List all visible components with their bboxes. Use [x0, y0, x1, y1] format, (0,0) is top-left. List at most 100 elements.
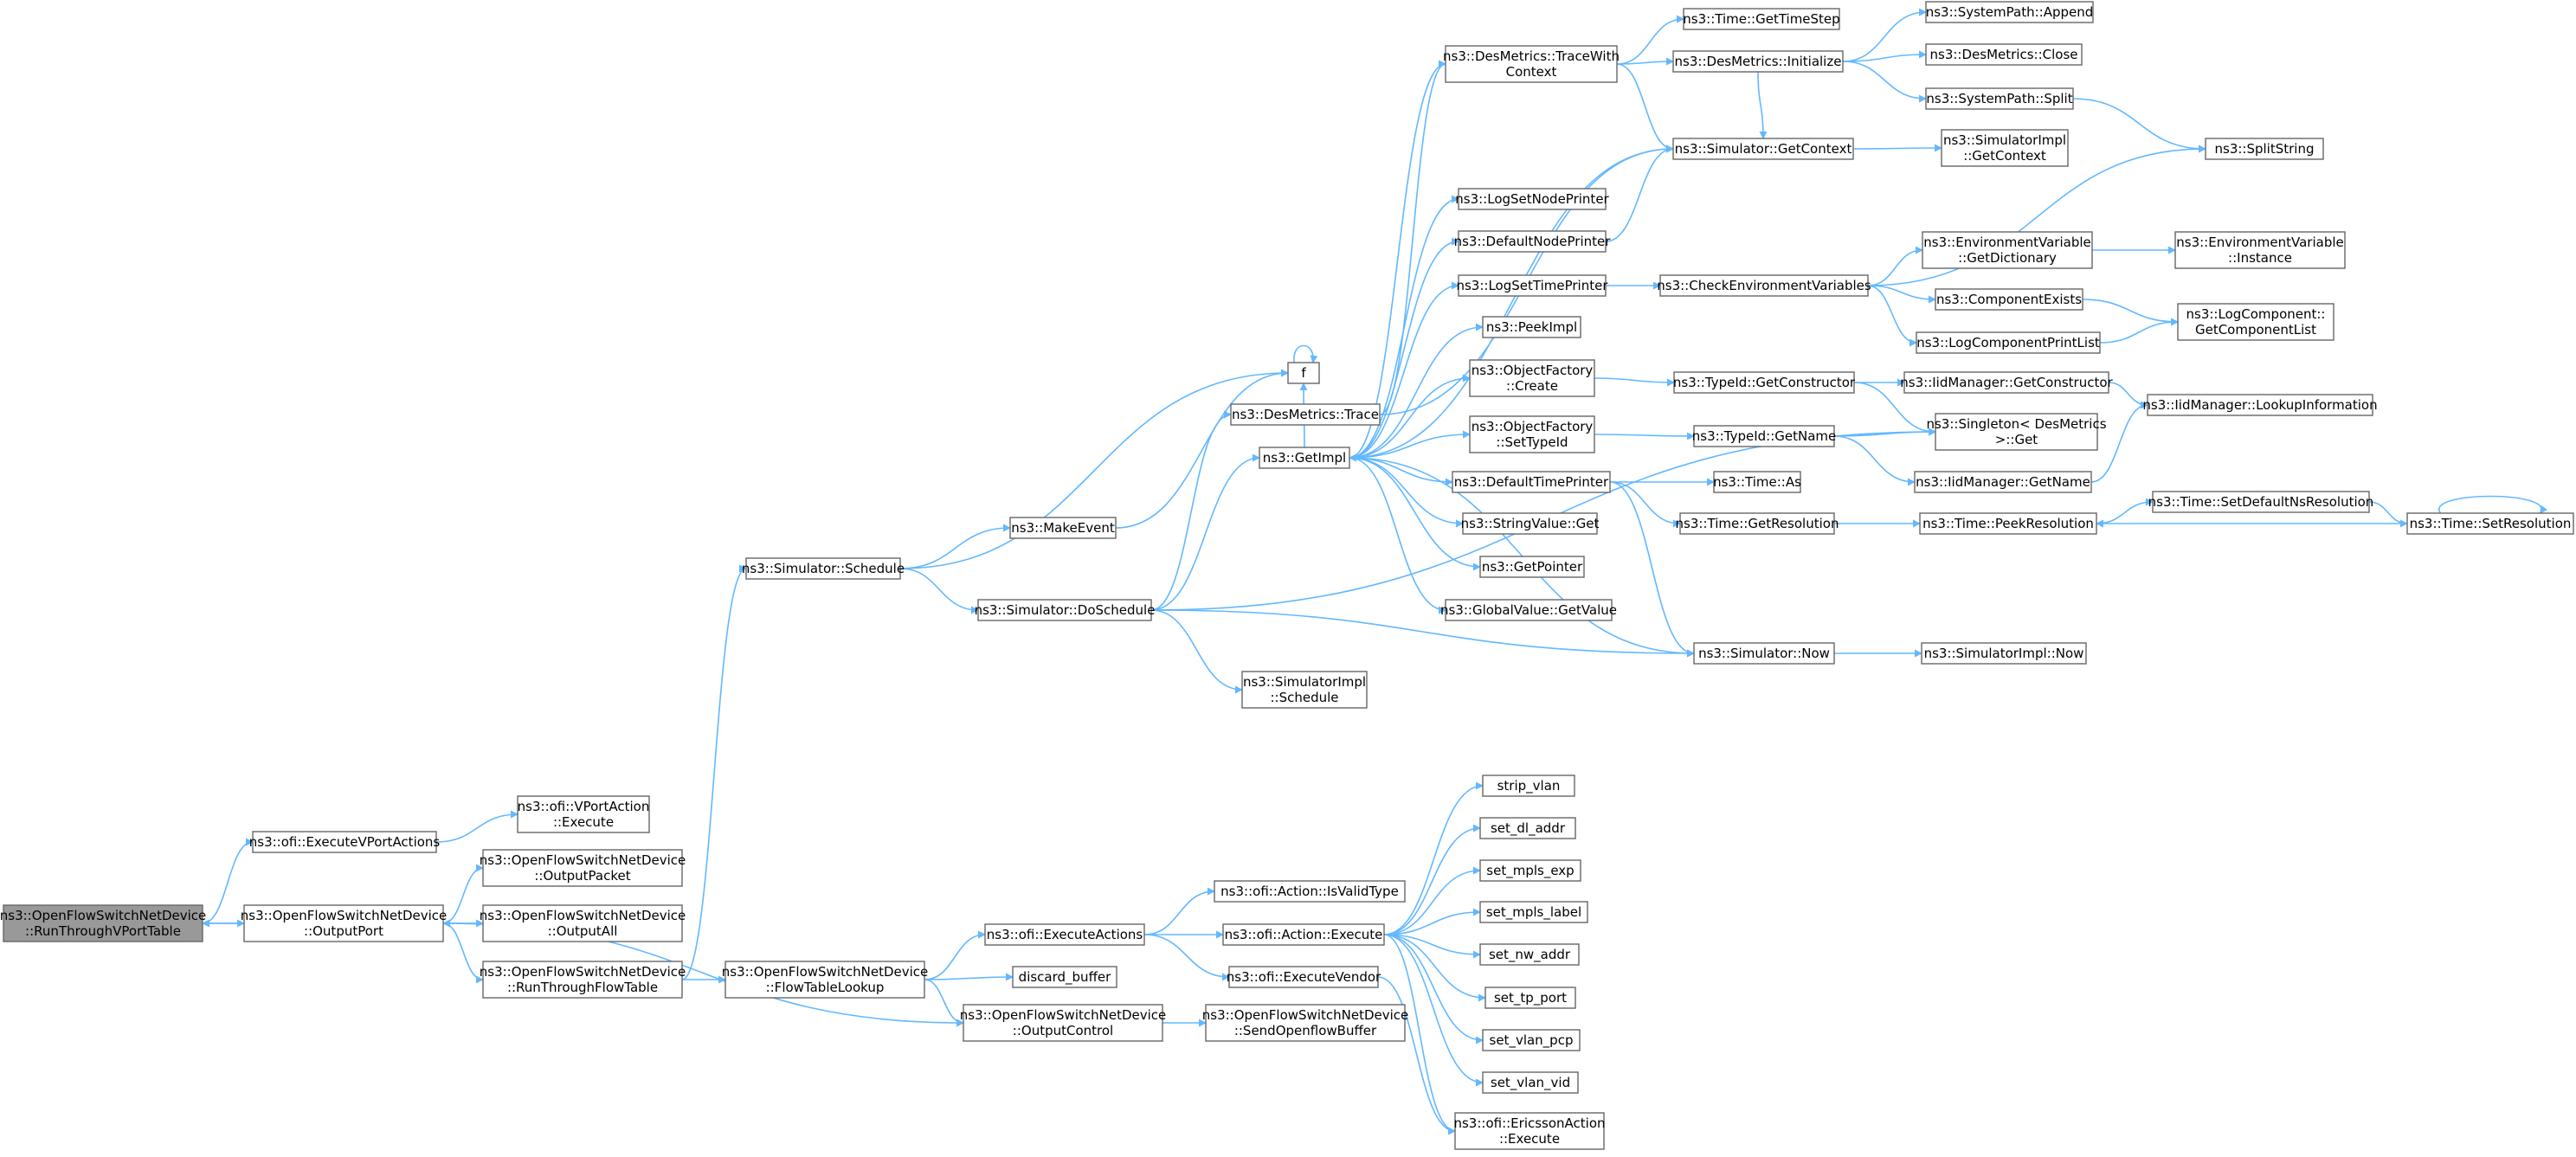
node-box — [1925, 1, 2094, 23]
node-simGetCtx[interactable]: ns3::Simulator::GetContext — [1672, 138, 1854, 160]
node-ofCreate[interactable]: ns3::ObjectFactory::Create — [1469, 359, 1595, 397]
edge-getImpl-to-globalGet — [1349, 457, 1446, 614]
edge-actExec-to-setTp — [1383, 934, 1486, 1002]
node-implNow[interactable]: ns3::SimulatorImpl::Now — [1921, 642, 2087, 665]
node-label: ns3::LogSetTimePrinter — [1456, 278, 1608, 293]
node-getImpl[interactable]: ns3::GetImpl — [1259, 447, 1350, 469]
node-runFlow[interactable]: ns3::OpenFlowSwitchNetDevice::RunThrough… — [480, 961, 686, 999]
node-root[interactable]: ns3::OpenFlowSwitchNetDevice::RunThrough… — [0, 904, 206, 942]
node-outputPort[interactable]: ns3::OpenFlowSwitchNetDevice::OutputPort — [241, 904, 448, 942]
node-setTp[interactable]: set_tp_port — [1484, 987, 1576, 1009]
node-desInit[interactable]: ns3::DesMetrics::Initialize — [1672, 50, 1844, 73]
node-outputAll[interactable]: ns3::OpenFlowSwitchNetDevice::OutputAll — [480, 904, 686, 942]
node-doSchedule[interactable]: ns3::Simulator::DoSchedule — [975, 599, 1156, 621]
edge-traceWith-to-simGetCtx — [1616, 63, 1674, 153]
node-spAppend[interactable]: ns3::SystemPath::Append — [1925, 1, 2094, 23]
node-peekImpl[interactable]: ns3::PeekImpl — [1482, 316, 1581, 338]
node-schedule[interactable]: ns3::Simulator::Schedule — [742, 557, 905, 580]
node-box — [1672, 138, 1854, 160]
edge-root-to-execVPort — [202, 838, 254, 924]
node-label: ns3::DesMetrics::Trace — [1232, 407, 1379, 422]
node-makeEvent[interactable]: ns3::MakeEvent — [1009, 517, 1117, 539]
node-setVlanVid[interactable]: set_vlan_vid — [1482, 1071, 1579, 1094]
node-box — [977, 599, 1152, 621]
node-label: ns3::ComponentExists — [1936, 292, 2082, 307]
edge-getImpl-to-ofCreate — [1349, 374, 1471, 459]
node-ericsson[interactable]: ns3::ofi::EricssonAction::Execute — [1453, 1112, 1606, 1150]
node-label: ns3::Simulator::Now — [1698, 646, 1830, 661]
node-isValid[interactable]: ns3::ofi::Action::IsValidType — [1214, 880, 1406, 903]
node-label: ns3::Time::PeekResolution — [1922, 516, 2094, 531]
node-logCompList[interactable]: ns3::LogComponent::GetComponentList — [2177, 303, 2334, 341]
node-label: ns3::DesMetrics::Close — [1930, 47, 2078, 62]
node-setMplsLabel[interactable]: set_mpls_label — [1479, 901, 1588, 923]
node-box — [1469, 415, 1595, 453]
node-label: set_dl_addr — [1491, 820, 1566, 837]
node-actExec[interactable]: ns3::ofi::Action::Execute — [1222, 923, 1385, 946]
node-logSetTime[interactable]: ns3::LogSetTimePrinter — [1456, 274, 1608, 297]
node-getPointer[interactable]: ns3::GetPointer — [1479, 556, 1585, 578]
node-desTrace[interactable]: ns3::DesMetrics::Trace — [1230, 403, 1381, 426]
node-execActions[interactable]: ns3::ofi::ExecuteActions — [984, 923, 1145, 946]
node-timeSetRes[interactable]: ns3::Time::SetResolution — [2406, 512, 2574, 535]
node-timePeekRes[interactable]: ns3::Time::PeekResolution — [1919, 512, 2097, 535]
node-setNw[interactable]: set_nw_addr — [1479, 943, 1580, 966]
node-vportExec[interactable]: ns3::ofi::VPortAction::Execute — [517, 795, 650, 833]
node-label: ns3::DefaultNodePrinter — [1454, 234, 1612, 249]
node-tidGetName[interactable]: ns3::TypeId::GetName — [1692, 425, 1836, 447]
node-timeSetDef[interactable]: ns3::Time::SetDefaultNsResolution — [2148, 491, 2374, 513]
node-iidGetCtor[interactable]: ns3::IidManager::GetConstructor — [1900, 371, 2114, 394]
node-envGetDict[interactable]: ns3::EnvironmentVariable::GetDictionary — [1922, 231, 2093, 269]
node-label: ns3::OpenFlowSwitchNetDevice — [722, 964, 929, 980]
node-checkEnv[interactable]: ns3::CheckEnvironmentVariables — [1657, 274, 1871, 297]
node-compExists[interactable]: ns3::ComponentExists — [1935, 288, 2083, 311]
node-f[interactable]: f — [1287, 362, 1320, 384]
node-label: GetComponentList — [2195, 322, 2316, 337]
node-implGetCtx[interactable]: ns3::SimulatorImpl::GetContext — [1941, 129, 2069, 167]
node-timeAs[interactable]: ns3::Time::As — [1713, 471, 1801, 493]
node-simNow[interactable]: ns3::Simulator::Now — [1693, 642, 1835, 665]
node-sendOf[interactable]: ns3::OpenFlowSwitchNetDevice::SendOpenfl… — [1202, 1004, 1409, 1042]
node-defNode[interactable]: ns3::DefaultNodePrinter — [1454, 230, 1612, 253]
node-setDl[interactable]: set_dl_addr — [1479, 817, 1576, 839]
node-singleton[interactable]: ns3::Singleton< DesMetrics>::Get — [1926, 413, 2107, 451]
node-ofSetTid[interactable]: ns3::ObjectFactory::SetTypeId — [1469, 415, 1595, 453]
node-execVPort[interactable]: ns3::ofi::ExecuteVPortActions — [249, 831, 441, 853]
node-stripVlan[interactable]: strip_vlan — [1482, 775, 1575, 797]
node-iidGetName[interactable]: ns3::IidManager::GetName — [1914, 471, 2092, 493]
edge-f-to-f — [1293, 344, 1318, 363]
node-getTimeStep[interactable]: ns3::Time::GetTimeStep — [1683, 8, 1840, 30]
node-tidGetCtor[interactable]: ns3::TypeId::GetConstructor — [1673, 371, 1856, 394]
node-strValGet[interactable]: ns3::StringValue::Get — [1461, 512, 1600, 535]
node-label: ns3::Time::SetDefaultNsResolution — [2148, 494, 2374, 510]
node-setVlanPcp[interactable]: set_vlan_pcp — [1482, 1029, 1581, 1051]
node-outputPacket[interactable]: ns3::OpenFlowSwitchNetDevice::OutputPack… — [480, 849, 686, 887]
node-box — [243, 904, 444, 942]
node-box — [1693, 642, 1835, 665]
node-envInst[interactable]: ns3::EnvironmentVariable::Instance — [2174, 231, 2346, 269]
node-defTime[interactable]: ns3::DefaultTimePrinter — [1452, 471, 1611, 493]
node-splitString[interactable]: ns3::SplitString — [2205, 138, 2324, 160]
node-outputCtrl[interactable]: ns3::OpenFlowSwitchNetDevice::OutputCont… — [960, 1004, 1167, 1042]
node-iidLookup[interactable]: ns3::IidManager::LookupInformation — [2142, 394, 2378, 416]
node-label: ns3::EnvironmentVariable — [2176, 235, 2343, 250]
node-implSchedule[interactable]: ns3::SimulatorImpl::Schedule — [1241, 671, 1368, 709]
node-logSetNode[interactable]: ns3::LogSetNodePrinter — [1455, 188, 1610, 210]
node-label: ::Schedule — [1270, 690, 1338, 705]
node-discard[interactable]: discard_buffer — [1012, 966, 1117, 988]
node-spSplit[interactable]: ns3::SystemPath::Split — [1925, 87, 2074, 110]
edge-simNow-to-getImpl — [1349, 453, 1695, 654]
node-desClose[interactable]: ns3::DesMetrics::Close — [1925, 43, 2083, 66]
node-flowLookup[interactable]: ns3::OpenFlowSwitchNetDevice::FlowTableL… — [722, 961, 929, 999]
node-label: ::RunThroughFlowTable — [507, 980, 658, 995]
node-box — [1683, 8, 1840, 30]
node-setMplsExp[interactable]: set_mpls_exp — [1479, 859, 1581, 882]
node-globalGet[interactable]: ns3::GlobalValue::GetValue — [1440, 599, 1617, 621]
edge-checkEnv-to-envGetDict — [1867, 246, 1923, 286]
node-execVendor[interactable]: ns3::ofi::ExecuteVendor — [1227, 966, 1381, 988]
node-timeGetRes[interactable]: ns3::Time::GetResolution — [1676, 512, 1839, 535]
node-label: f — [1301, 365, 1306, 381]
node-logCompPrint[interactable]: ns3::LogComponentPrintList — [1916, 331, 2101, 354]
